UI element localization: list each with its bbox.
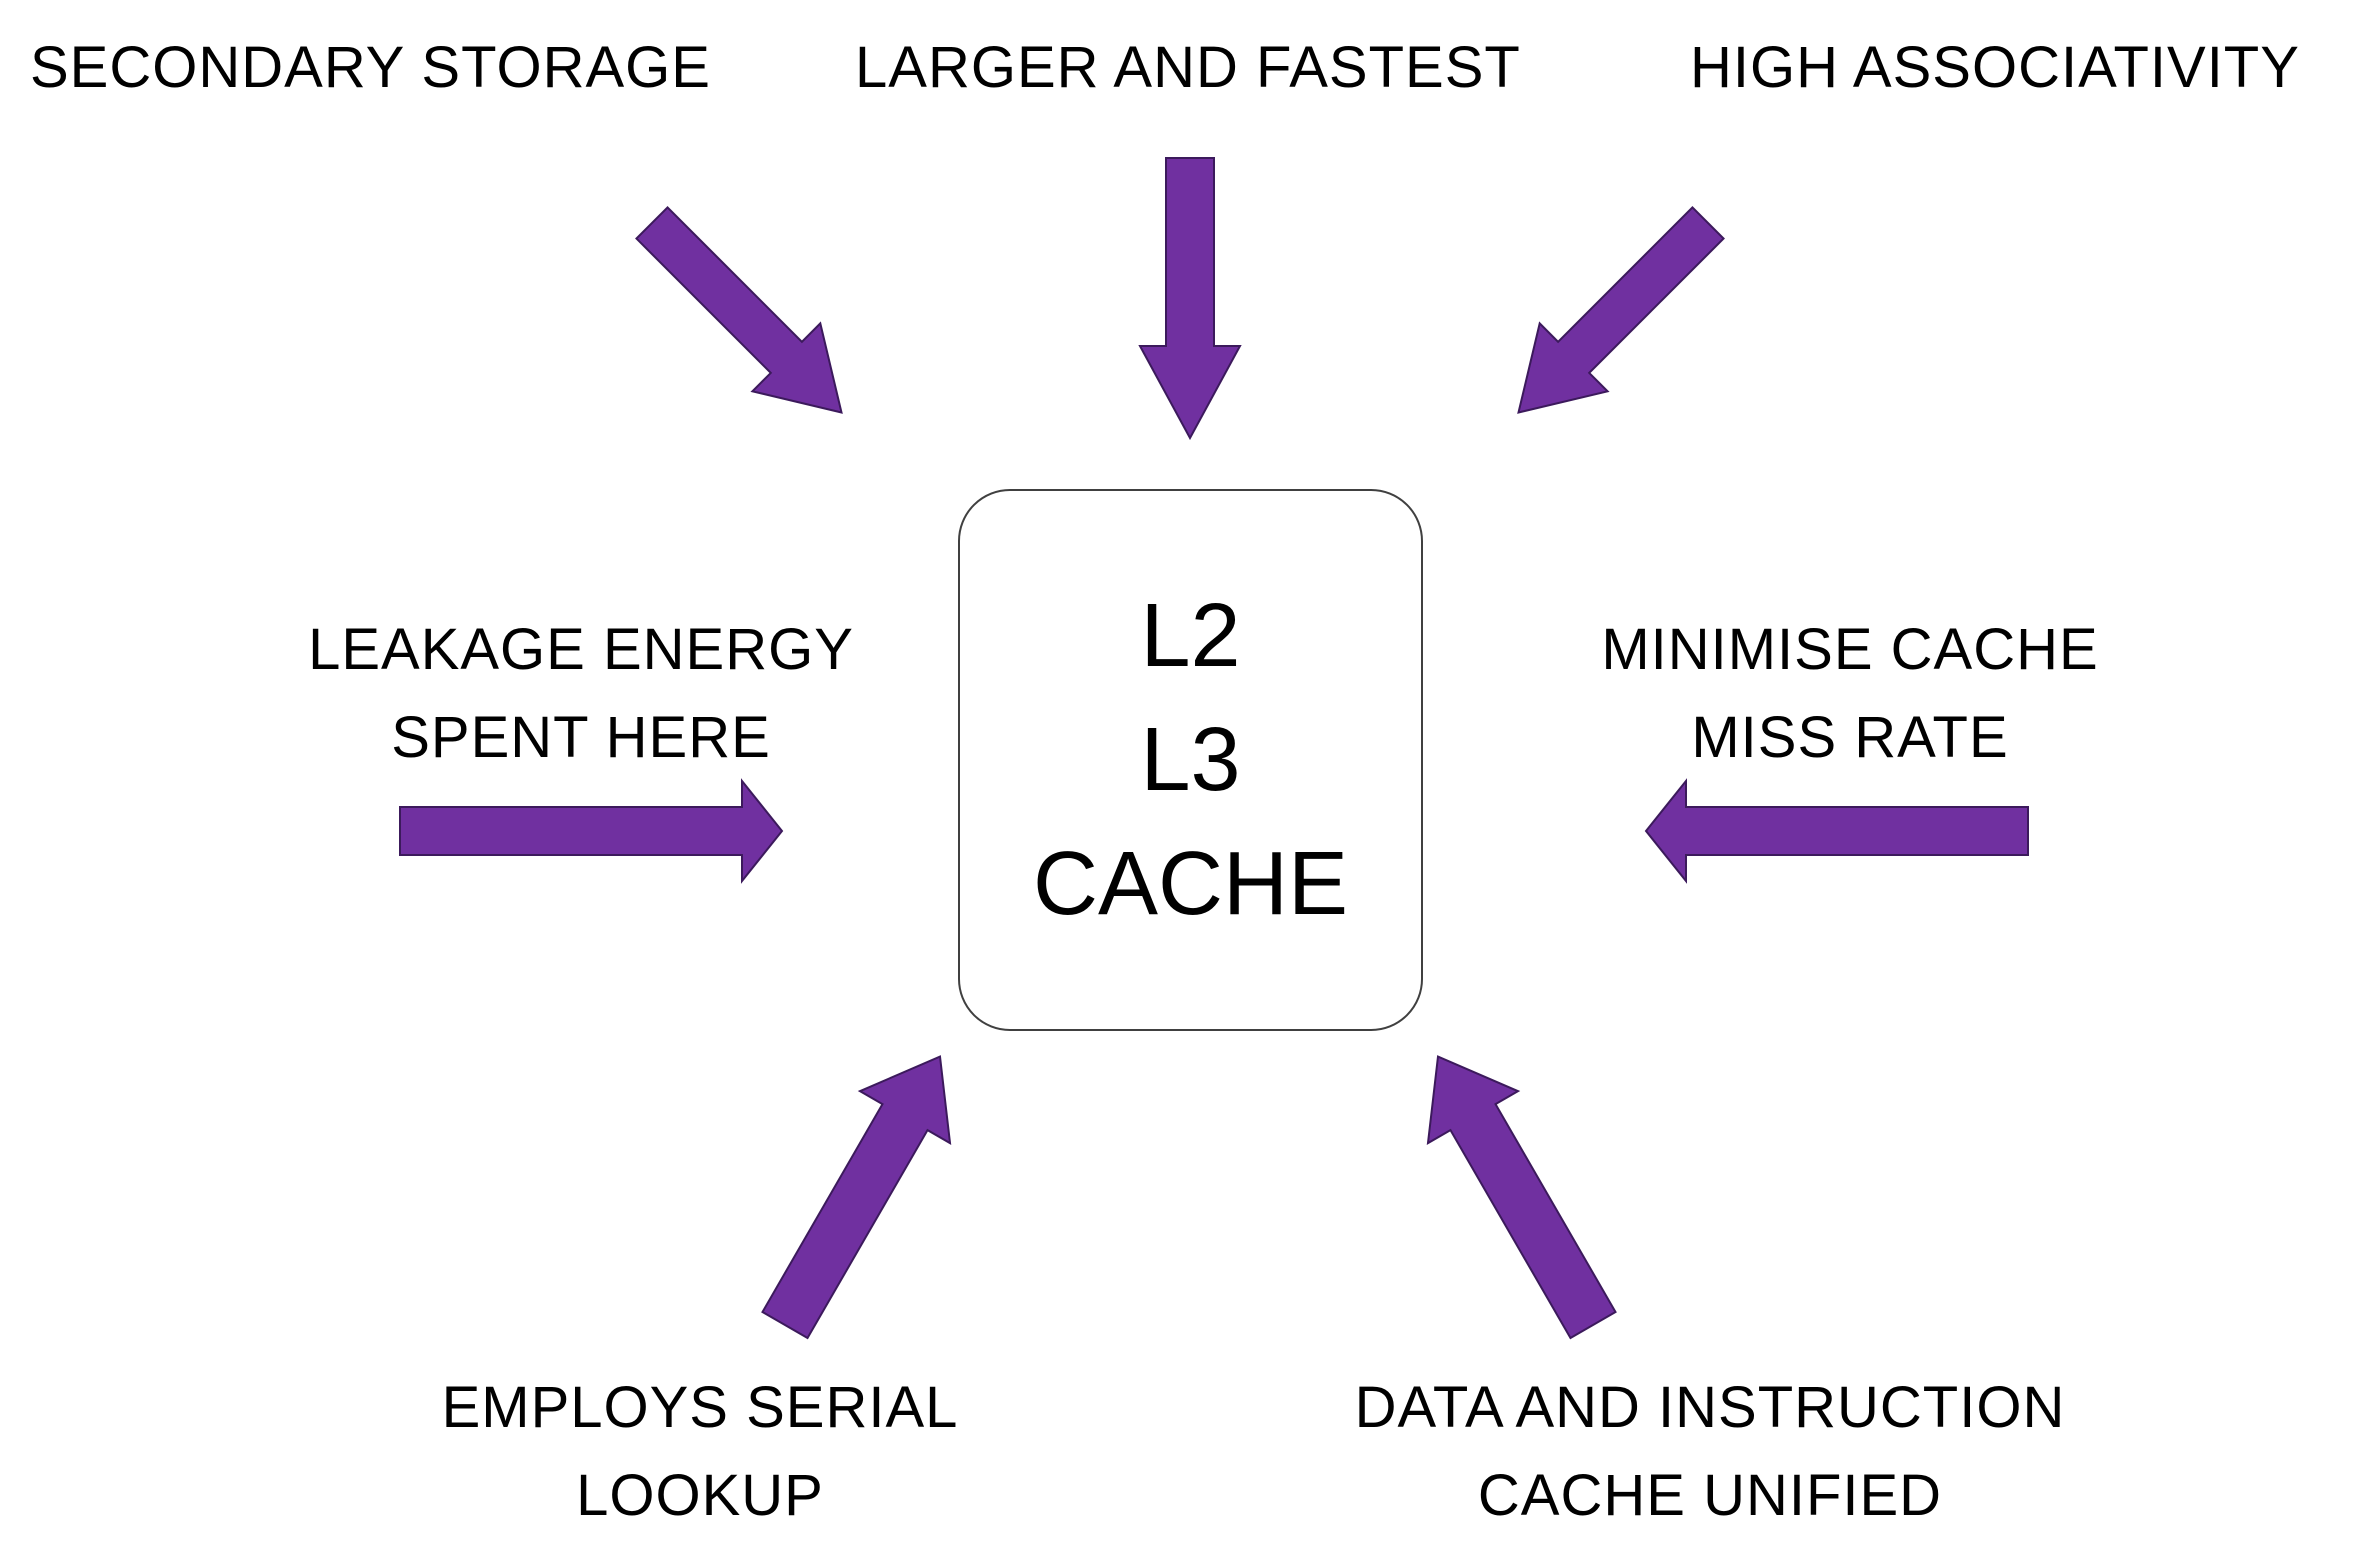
label-serial-lookup: EMPLOYS SERIAL LOOKUP [441,1375,959,1528]
center-line-l3: L3 [1140,710,1241,810]
label-unified-cache: DATA AND INSTRUCTION CACHE UNIFIED [1354,1375,2066,1528]
arrow-from-larger-fastest [1138,157,1242,441]
label-leakage-energy: LEAKAGE ENERGY SPENT HERE [308,617,854,770]
center-line-cache: CACHE [1032,834,1349,934]
l2-l3-cache-box: L2 L3 CACHE [958,489,1423,1031]
arrow-from-unified-cache [1426,1055,1617,1340]
arrow-from-serial-lookup [761,1055,952,1340]
label-high-associativity: HIGH ASSOCIATIVITY [1690,35,2300,100]
label-secondary-storage: SECONDARY STORAGE [30,35,711,100]
label-minimise-miss: MINIMISE CACHE MISS RATE [1601,617,2099,770]
arrow-from-minimise-miss [1644,778,2029,884]
arrow-from-leakage-energy [399,778,784,884]
arrow-from-secondary-storage [635,206,843,414]
arrow-from-high-associativity [1517,206,1725,414]
label-larger-fastest: LARGER AND FASTEST [855,35,1521,100]
center-line-l2: L2 [1140,586,1241,686]
